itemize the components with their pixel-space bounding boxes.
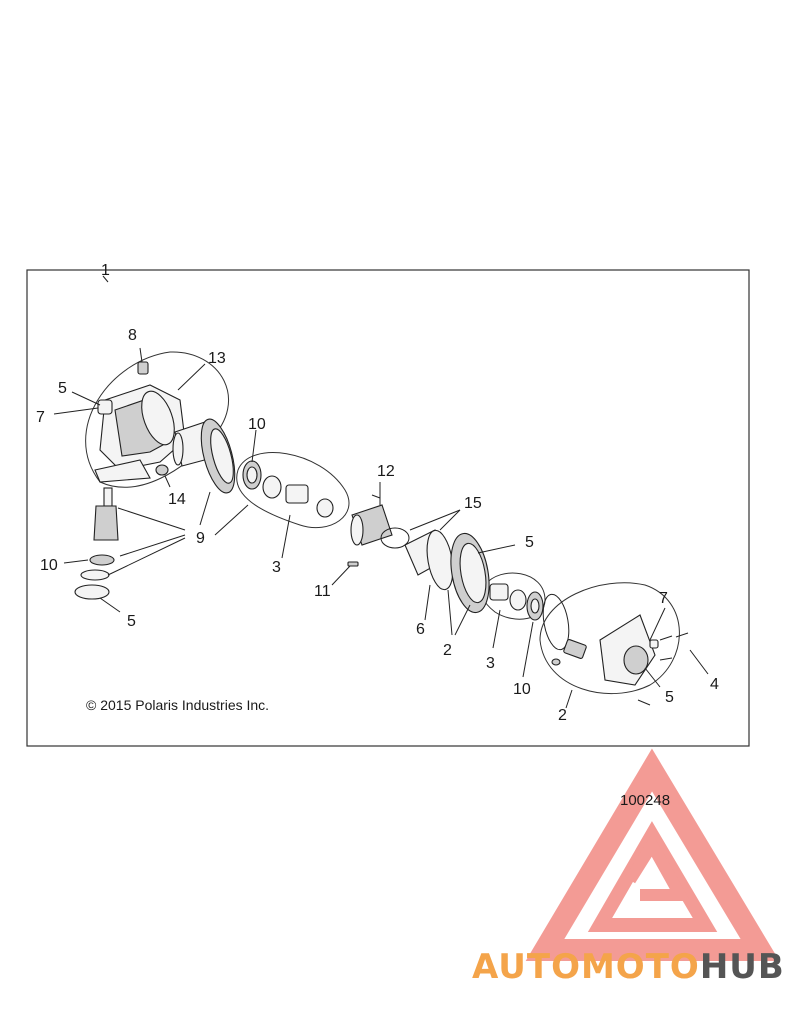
cover-group-outline [539, 582, 680, 695]
callout-3-left: 3 [272, 559, 281, 576]
callout-5-plate: 5 [525, 534, 534, 551]
callout-7-housing: 7 [36, 409, 45, 426]
callout-10-right: 10 [513, 681, 531, 698]
input-shaft [74, 487, 119, 600]
callout-2-cover: 2 [558, 707, 567, 724]
coil-connector [551, 639, 587, 666]
bearing-group-outline [236, 452, 350, 529]
bearing-right [526, 591, 544, 621]
pin [371, 494, 381, 499]
callout-2-middle: 2 [443, 642, 452, 659]
ring-gear [200, 418, 236, 494]
callout-3-right: 3 [486, 655, 495, 672]
callout-9: 9 [196, 530, 205, 547]
callout-13: 13 [208, 350, 226, 367]
callout-7-cover: 7 [659, 590, 668, 607]
o-ring [542, 593, 570, 651]
callout-4: 4 [710, 676, 719, 693]
diagram-frame [26, 269, 750, 747]
watermark-text-automoto: AUTOMOTO [472, 947, 700, 987]
key [347, 561, 359, 567]
needle-bearing [350, 504, 393, 546]
snap-ring [380, 527, 410, 549]
callout-5-shaft: 5 [127, 613, 136, 630]
plug [155, 464, 169, 476]
bolts [637, 632, 689, 706]
end-cover [599, 614, 659, 686]
callout-6: 6 [416, 621, 425, 638]
callout-10-upper: 10 [248, 416, 266, 433]
callout-5-housing: 5 [58, 380, 67, 397]
bearing-set-right [489, 583, 527, 611]
watermark-text-hub: HUB [700, 947, 785, 987]
callout-11: 11 [314, 583, 331, 600]
watermark-logo [525, 748, 780, 961]
bearing-set-left [262, 475, 334, 518]
callout-14: 14 [168, 491, 186, 508]
callout-8: 8 [128, 327, 137, 344]
seal-plate [450, 532, 490, 614]
callout-10-shaft: 10 [40, 557, 58, 574]
watermark-text: AUTOMOTOHUB [472, 947, 785, 987]
gear-housing [94, 384, 186, 483]
callout-12: 12 [377, 463, 395, 480]
callout-15: 15 [464, 495, 482, 512]
leader-lines [53, 275, 709, 709]
callout-1: 1 [101, 262, 110, 279]
vent-fitting [137, 361, 149, 375]
copyright-text: © 2015 Polaris Industries Inc. [86, 697, 269, 713]
bearing-left [242, 460, 262, 490]
callout-5-cover: 5 [665, 689, 674, 706]
figure-id: 100248 [620, 792, 670, 809]
